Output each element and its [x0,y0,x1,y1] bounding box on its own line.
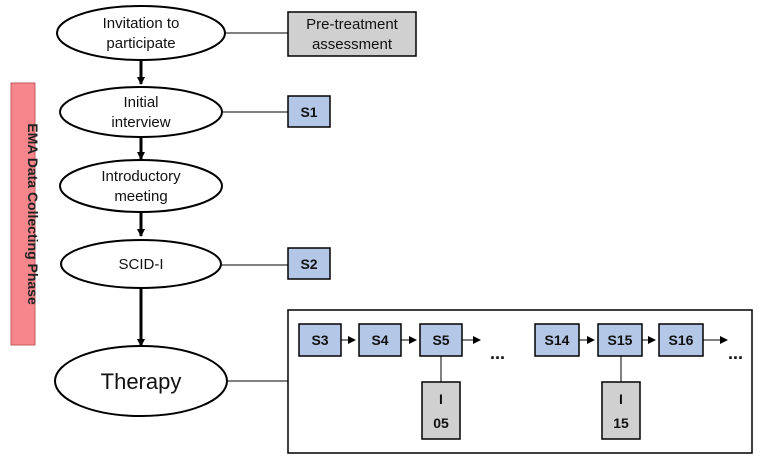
step-therapy: Therapy [54,345,228,417]
pretreatment-line2: assessment [312,36,393,53]
step-introductory-line2: meeting [114,188,167,205]
interview-i05: I 05 [421,381,461,440]
session-s5-label: S5 [432,332,449,348]
phase-label: EMA Data Collecting Phase [10,82,41,346]
step-introductory-meeting: Introductory meeting [59,159,223,213]
step-scid: SCID-I [60,239,222,289]
session-s15: S15 [597,323,643,357]
connectors [220,32,288,382]
session-s4-label: S4 [371,332,388,348]
step-invitation-line2: participate [106,35,175,52]
step-introductory-line1: Introductory [101,168,181,185]
interview-i05-line1: I [439,391,443,407]
interview-i15: I 15 [601,381,641,440]
session-s15-label: S15 [608,332,633,348]
step-invitation: Invitation to participate [56,5,226,61]
interview-i15-line2: 15 [613,415,629,431]
ellipsis-2: ... [728,343,743,363]
session-s16-label: S16 [669,332,694,348]
pretreatment-box: Pre-treatment assessment [287,11,417,57]
interview-i05-line2: 05 [433,415,449,431]
session-s16: S16 [658,323,704,357]
s2-label: S2 [300,256,317,272]
session-s14-label: S14 [545,332,570,348]
sessions-container: S3 S4 S5 ... S14 S15 S16 ... I 05 [287,309,753,454]
ellipsis-1: ... [490,343,505,363]
session-s3-label: S3 [311,332,328,348]
interview-i15-line1: I [619,391,623,407]
pretreatment-line1: Pre-treatment [306,16,399,33]
session-s5: S5 [419,323,463,357]
s1-box: S1 [287,95,331,128]
step-therapy-label: Therapy [101,369,182,394]
s1-label: S1 [300,104,317,120]
step-invitation-line1: Invitation to [103,15,180,32]
step-scid-label: SCID-I [119,256,164,273]
step-initial-interview: Initial interview [59,86,223,138]
session-s14: S14 [534,323,580,357]
s2-box: S2 [287,247,331,280]
step-initial-line1: Initial [123,94,158,111]
phase-label-text: EMA Data Collecting Phase [25,123,41,305]
session-s3: S3 [298,323,342,357]
step-initial-line2: interview [111,114,170,131]
session-s4: S4 [358,323,402,357]
